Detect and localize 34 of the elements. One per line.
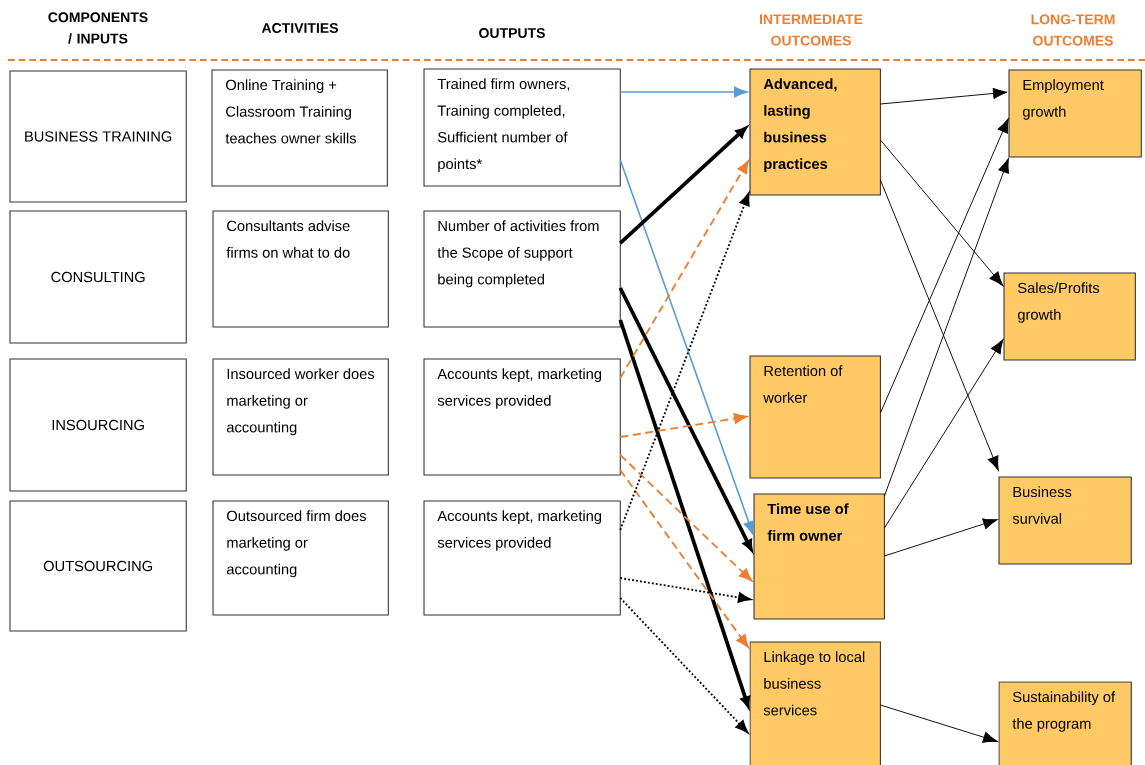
text-box: Online Training + Classroom Training teaches owner skills bbox=[211, 69, 388, 187]
text-box: Insourced worker does marketing or accounting bbox=[212, 358, 389, 476]
arrow bbox=[879, 179, 999, 471]
column-header: INTERMEDIATE OUTCOMES bbox=[759, 14, 863, 46]
outcome-box: Business survival bbox=[998, 476, 1132, 565]
outcome-box: Employment growth bbox=[1008, 69, 1142, 158]
outcome-box: Sales/Profits growth bbox=[1003, 272, 1136, 361]
arrow bbox=[879, 139, 1004, 286]
column-header: COMPONENTS / INPUTS bbox=[48, 12, 148, 44]
text-box: Trained firm owners, Training completed, Sufficient number of points* bbox=[423, 68, 621, 187]
text-box: Consultants advise firms on what to do bbox=[212, 210, 389, 328]
arrow bbox=[883, 158, 1009, 497]
arrow bbox=[879, 118, 1009, 414]
text-box: Number of activities from the Scope of support being completed bbox=[423, 210, 621, 328]
column-header: LONG-TERM OUTCOMES bbox=[1031, 14, 1115, 46]
component-box: BUSINESS TRAINING bbox=[9, 70, 187, 203]
text-box: Outsourced firm does marketing or accounting bbox=[212, 500, 389, 616]
arrow bbox=[879, 704, 998, 743]
outcome-box: Sustainability of the program bbox=[998, 681, 1132, 765]
text-box: Accounts kept, marketing services provided bbox=[423, 500, 621, 616]
column-header: ACTIVITIES bbox=[261, 23, 338, 33]
arrow bbox=[883, 339, 1004, 529]
column-header: OUTPUTS bbox=[479, 28, 545, 38]
arrow bbox=[879, 87, 1008, 105]
component-box: OUTSOURCING bbox=[9, 500, 187, 632]
outcome-box: Linkage to local business services bbox=[749, 641, 881, 765]
text-box: Accounts kept, marketing services provided bbox=[423, 358, 621, 476]
outcome-box: Time use of firm owner bbox=[753, 493, 885, 620]
outcome-box: Retention of worker bbox=[749, 355, 881, 479]
arrow bbox=[619, 86, 748, 98]
outcome-box: Advanced, lasting business practices bbox=[749, 68, 881, 196]
arrow bbox=[883, 518, 998, 557]
component-box: INSOURCING bbox=[9, 358, 187, 492]
component-box: CONSULTING bbox=[9, 210, 187, 344]
